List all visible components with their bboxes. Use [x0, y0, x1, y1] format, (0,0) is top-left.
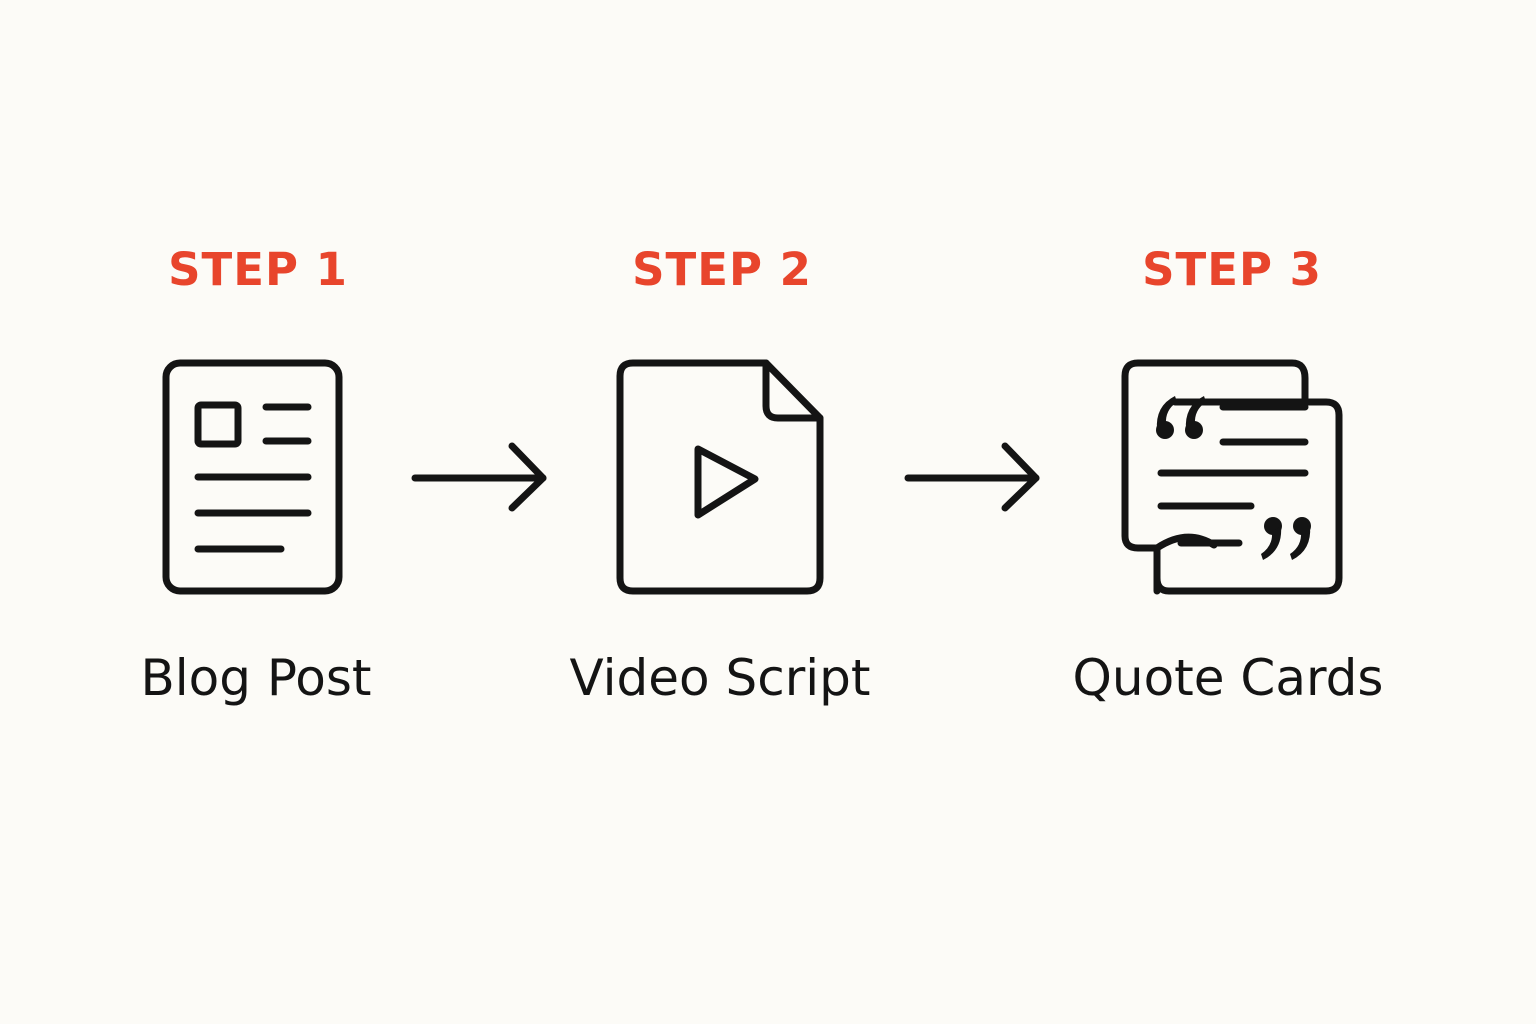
arrow-right-icon	[903, 440, 1043, 516]
document-icon	[160, 358, 350, 598]
step-1-caption: Blog Post	[140, 649, 372, 707]
step-3-caption: Quote Cards	[1072, 649, 1384, 707]
video-file-icon	[615, 358, 827, 598]
quote-cards-icon	[1117, 358, 1347, 598]
arrow-right-icon	[410, 440, 550, 516]
step-3-label: STEP 3	[1142, 243, 1322, 296]
step-1-label: STEP 1	[168, 243, 348, 296]
step-2-label: STEP 2	[632, 243, 812, 296]
step-2-caption: Video Script	[569, 649, 871, 707]
